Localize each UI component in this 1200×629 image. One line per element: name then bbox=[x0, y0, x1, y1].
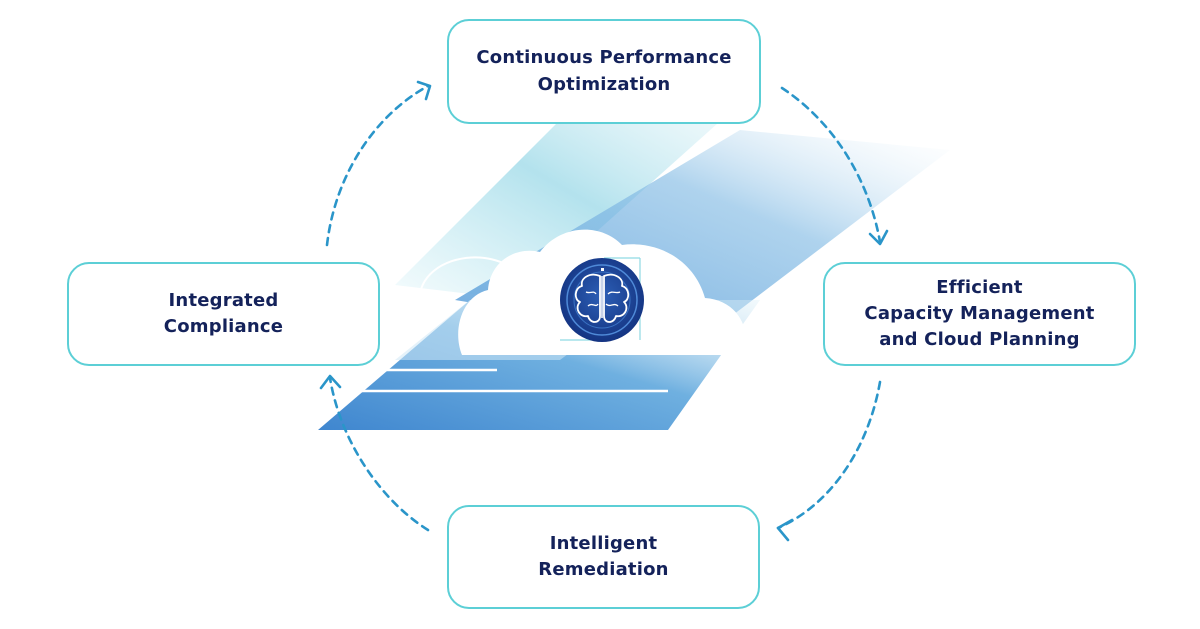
arrowhead-left bbox=[319, 374, 342, 390]
node-label-line: Integrated bbox=[168, 289, 279, 311]
node-intelligent-remediation: Intelligent Remediation bbox=[447, 505, 760, 609]
node-label-line: Compliance bbox=[163, 316, 284, 337]
node-label-line: Remediation bbox=[538, 559, 669, 580]
node-label-line: Intelligent bbox=[549, 532, 658, 554]
band-light bbox=[395, 90, 755, 300]
node-label: Integrated Compliance bbox=[164, 288, 283, 340]
arrowhead-bottom bbox=[776, 518, 794, 542]
node-label-line: Efficient bbox=[936, 276, 1023, 298]
arrowhead-right bbox=[868, 229, 889, 246]
arrow-left-to-top bbox=[325, 84, 430, 247]
node-efficient-capacity-management: Efficient Capacity Management and Cloud … bbox=[823, 262, 1136, 366]
node-label: Efficient Capacity Management and Cloud … bbox=[864, 275, 1094, 353]
node-label-line: Capacity Management bbox=[864, 302, 1095, 324]
node-label: Continuous Performance Optimization bbox=[476, 45, 731, 97]
node-label: Intelligent Remediation bbox=[538, 531, 668, 583]
arrow-right-to-bottom bbox=[776, 380, 882, 530]
brain-icon bbox=[560, 257, 644, 342]
arrowhead-top bbox=[416, 80, 432, 101]
arrow-bottom-to-left bbox=[328, 376, 430, 532]
arrow-top-to-right bbox=[780, 86, 882, 244]
cycle-arrows bbox=[325, 84, 882, 532]
node-continuous-performance-optimization: Continuous Performance Optimization bbox=[447, 19, 761, 124]
arrowheads bbox=[319, 80, 889, 542]
node-integrated-compliance: Integrated Compliance bbox=[67, 262, 380, 366]
node-label-line: Continuous Performance bbox=[476, 47, 732, 69]
node-label-line: Optimization bbox=[537, 73, 671, 95]
node-label-line: and Cloud Planning bbox=[879, 329, 1080, 351]
